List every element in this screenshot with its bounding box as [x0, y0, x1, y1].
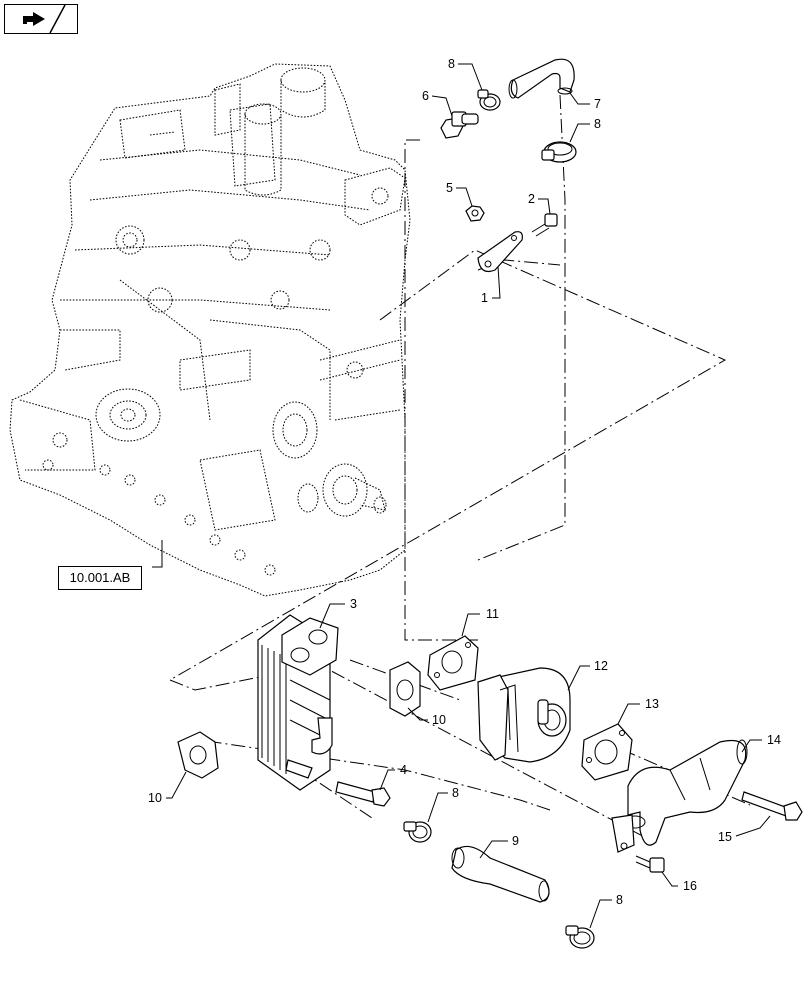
part-1-bracket[interactable]: [477, 231, 523, 273]
part-15-bolt[interactable]: [741, 791, 803, 821]
part-3-oil-cooler[interactable]: [257, 614, 339, 791]
callout-5: 5: [446, 181, 453, 195]
callout-14: 14: [767, 733, 781, 747]
callout-3: 3: [350, 597, 357, 611]
part-5-nut[interactable]: [465, 205, 485, 222]
part-11-gasket[interactable]: [427, 635, 479, 691]
part-2-bolt[interactable]: [531, 213, 558, 237]
part-8-hose-clamp-right[interactable]: [541, 141, 577, 163]
callout-10-left: 10: [148, 791, 162, 805]
callout-13: 13: [645, 697, 659, 711]
part-16-bolt[interactable]: [635, 855, 665, 873]
part-12-thermostat-housing[interactable]: [477, 667, 571, 763]
callout-11: 11: [486, 607, 499, 621]
callout-7: 7: [594, 97, 601, 111]
callout-1: 1: [481, 291, 488, 305]
callout-8-bottom: 8: [616, 893, 623, 907]
arrow-right-icon: [7, 4, 77, 34]
part-7-hose-bent[interactable]: [508, 58, 575, 99]
part-14-outlet-pipe[interactable]: [611, 739, 748, 853]
callout-2: 2: [528, 192, 535, 206]
callout-8-right: 8: [594, 117, 601, 131]
callout-8-mid: 8: [452, 786, 459, 800]
part-8-hose-clamp-top[interactable]: [477, 89, 501, 111]
part-9-hose[interactable]: [451, 845, 550, 903]
assembly-centerlines: [169, 94, 751, 841]
callout-16: 16: [683, 879, 697, 893]
callout-9: 9: [512, 834, 519, 848]
engine-block: [9, 63, 411, 597]
callout-12: 12: [594, 659, 608, 673]
navigation-button[interactable]: [4, 4, 78, 34]
callout-8-top: 8: [448, 57, 455, 71]
callout-4: 4: [400, 763, 407, 777]
part-10-gasket-mid[interactable]: [389, 661, 421, 717]
part-6-sensor[interactable]: [440, 111, 479, 139]
leader-lines: [152, 63, 771, 929]
callout-15: 15: [718, 830, 732, 844]
part-4-bolt[interactable]: [335, 781, 391, 807]
section-reference-link[interactable]: 10.001.AB: [58, 566, 142, 590]
part-8-hose-clamp-bottom[interactable]: [565, 925, 595, 949]
part-8-hose-clamp-mid[interactable]: [403, 821, 432, 843]
callout-10-mid: 10: [432, 713, 446, 727]
callout-6: 6: [422, 89, 429, 103]
callout-labels: 6 8 7 8 5 2 1 3 11 12 13 14 15 16 4 8 9 …: [148, 57, 781, 907]
part-10-gasket-left[interactable]: [177, 731, 219, 779]
part-13-gasket[interactable]: [581, 723, 633, 781]
